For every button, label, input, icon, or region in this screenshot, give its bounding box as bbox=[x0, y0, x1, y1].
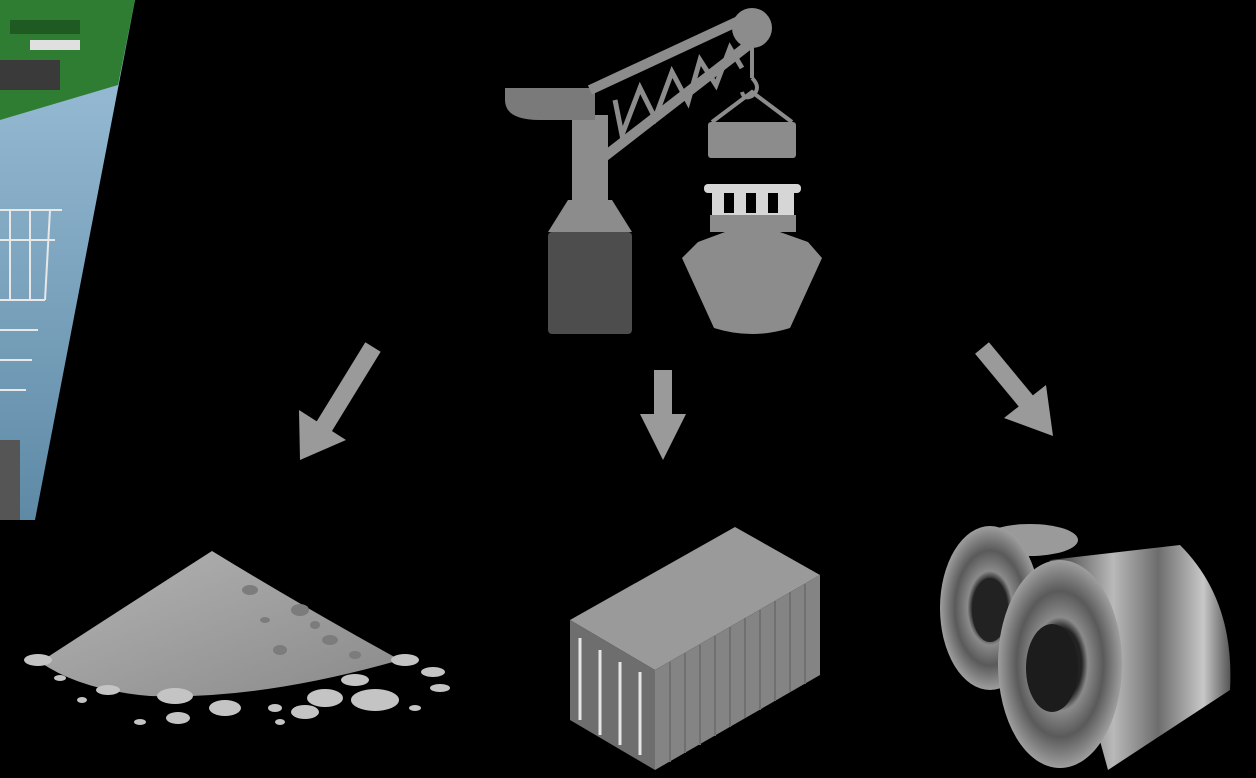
material-handler-machine-photo-icon bbox=[0, 0, 135, 520]
steel-coils-icon bbox=[940, 524, 1231, 770]
arrow-to-container bbox=[640, 370, 686, 460]
harbor-crane-loading-ship-icon bbox=[505, 8, 822, 334]
arrow-to-steel-coils bbox=[975, 342, 1053, 436]
shipping-container-icon bbox=[570, 527, 820, 770]
arrow-to-bulk-pile bbox=[299, 342, 381, 460]
bulk-material-pile-icon bbox=[24, 551, 450, 725]
